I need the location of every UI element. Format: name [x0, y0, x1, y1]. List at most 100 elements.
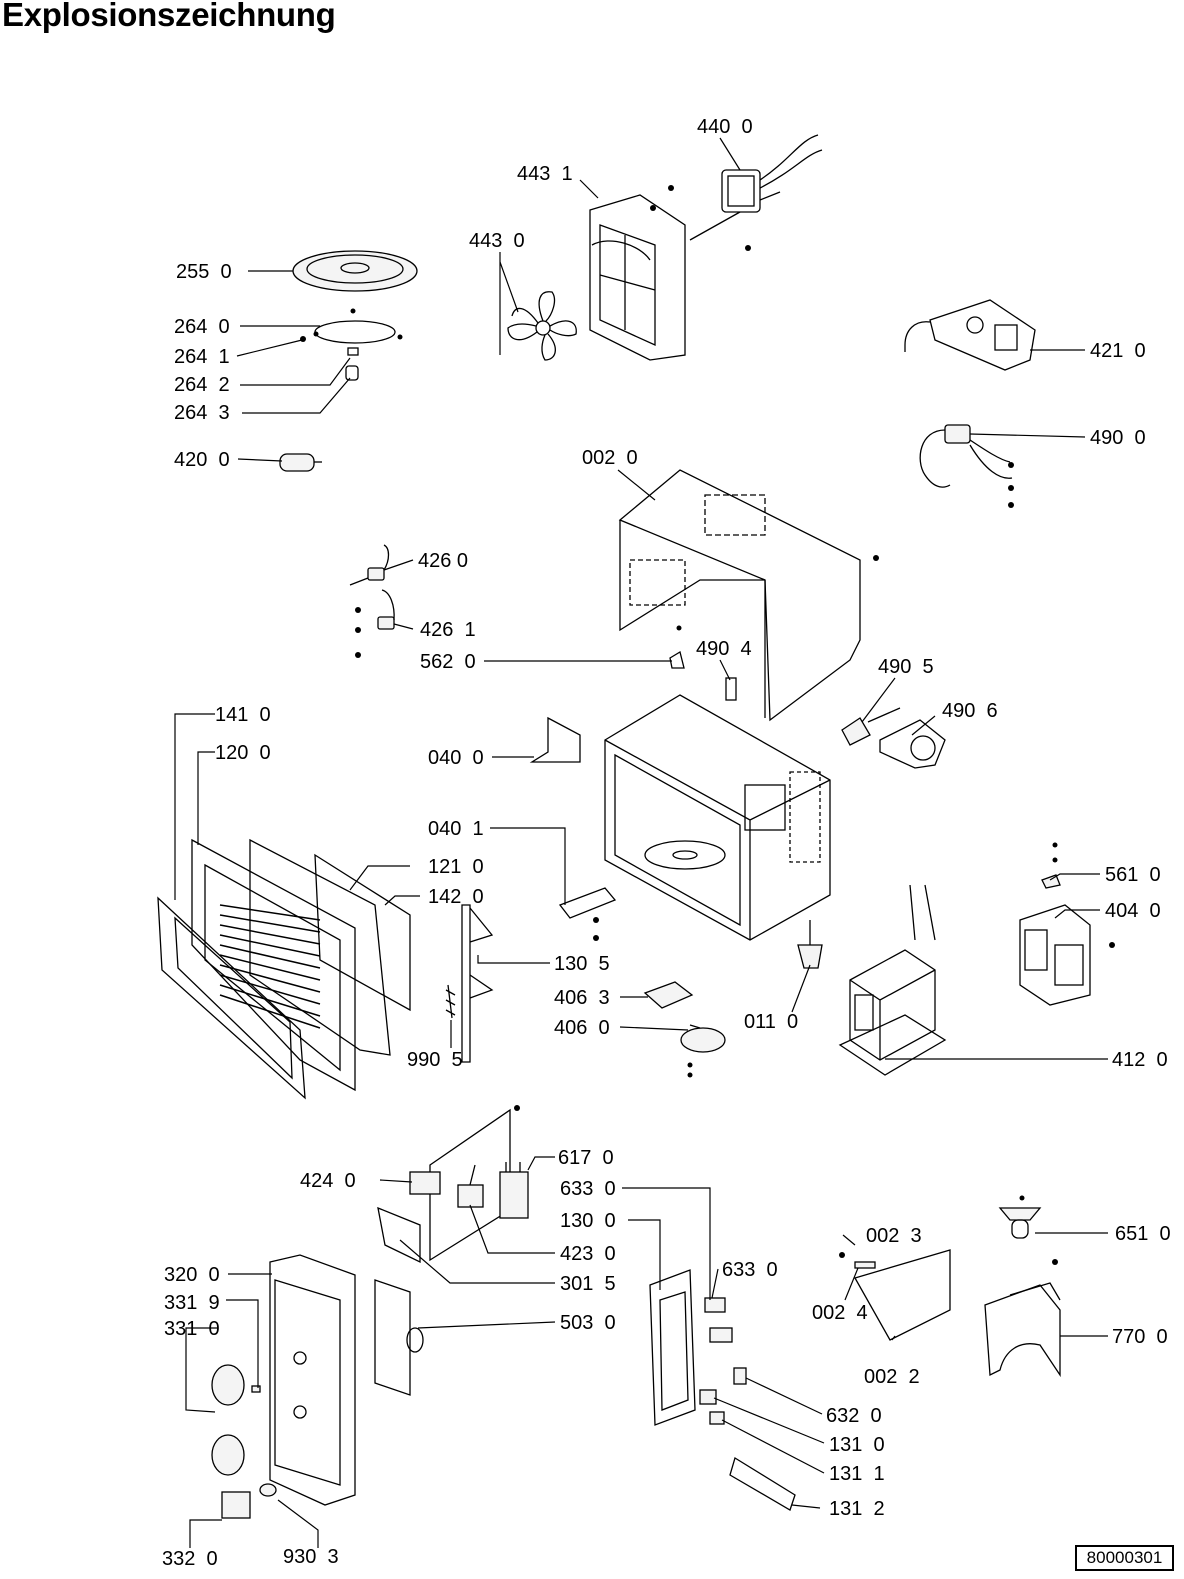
micro-switch-lower-part	[709, 1327, 733, 1343]
callout-142-0: 142 0	[428, 886, 484, 908]
switch-bar-part	[729, 1456, 796, 1511]
callout-423-0: 423 0	[560, 1243, 616, 1265]
callout-320-0: 320 0	[164, 1264, 220, 1286]
switch-actuator-part	[709, 1411, 725, 1425]
switch-lever-part	[699, 1389, 717, 1405]
callout-130-0: 130 0	[560, 1210, 616, 1232]
callout-406-3: 406 3	[554, 987, 610, 1009]
rear-panel-part	[854, 1249, 951, 1341]
callout-426-1: 426 1	[420, 619, 476, 641]
turntable-plate-part	[292, 250, 418, 292]
door-frame-part	[157, 896, 306, 1100]
base-bracket-part	[558, 887, 617, 941]
filter-part	[919, 424, 1014, 508]
lamp-socket-part	[841, 707, 901, 746]
callout-404-0: 404 0	[1105, 900, 1161, 922]
callout-420-0: 420 0	[174, 449, 230, 471]
callout-264-3: 264 3	[174, 402, 230, 424]
callout-141-0: 141 0	[215, 704, 271, 726]
fan-blade-part	[507, 291, 577, 361]
roller-ring-part	[313, 308, 403, 344]
control-bracket-part	[377, 1206, 421, 1264]
callout-490-4: 490 4	[696, 638, 752, 660]
magnetron-gasket-part	[1041, 874, 1061, 889]
rear-spacer-part	[854, 1261, 876, 1269]
callout-617-0: 617 0	[558, 1147, 614, 1169]
callout-121-0: 121 0	[428, 856, 484, 878]
callout-331-9: 331 9	[164, 1292, 220, 1314]
callout-002-0: 002 0	[582, 447, 638, 469]
callout-490-0: 490 0	[1090, 427, 1146, 449]
oven-cavity-part	[604, 694, 831, 941]
callout-301-5: 301 5	[560, 1273, 616, 1295]
lamp-bracket-part	[879, 719, 946, 769]
callout-labels: 440 0 443 1 443 0 255 0 264 0 264 1 264 …	[162, 116, 1171, 1570]
rear-screw-part	[839, 1252, 845, 1258]
mount-bracket-part	[529, 716, 581, 763]
callout-131-2: 131 2	[829, 1498, 885, 1520]
air-duct-part	[984, 1259, 1061, 1378]
callout-040-1: 040 1	[428, 818, 484, 840]
door-screen-part	[314, 853, 411, 1012]
callout-002-4: 002 4	[812, 1302, 868, 1324]
callout-990-5: 990 5	[407, 1049, 463, 1071]
page-title: Explosionszeichnung	[2, 0, 336, 33]
callout-120-0: 120 0	[215, 742, 271, 764]
callout-490-5: 490 5	[878, 656, 934, 678]
bracket-clip-part	[669, 625, 685, 669]
capacitor-part	[279, 453, 322, 472]
micro-switch-holder-part	[725, 677, 737, 701]
callout-770-0: 770 0	[1112, 1326, 1168, 1348]
transformer-part	[838, 884, 947, 1076]
callout-424-0: 424 0	[300, 1170, 356, 1192]
door-latch-part	[461, 904, 494, 1063]
coupler-part	[345, 347, 359, 381]
callout-011-0: 011 0	[744, 1011, 798, 1033]
callout-421-0: 421 0	[1090, 340, 1146, 362]
magnetron-part	[1019, 842, 1115, 1006]
callout-561-0: 561 0	[1105, 864, 1161, 886]
monitor-switch-part	[733, 1367, 747, 1385]
callout-002-3: 002 3	[866, 1225, 922, 1247]
callout-503-0: 503 0	[560, 1312, 616, 1334]
fan-motor-part	[689, 134, 823, 251]
foot-part	[797, 920, 823, 969]
callout-406-0: 406 0	[554, 1017, 610, 1039]
callout-651-0: 651 0	[1115, 1223, 1171, 1245]
door-inner-panel-part	[249, 838, 391, 1056]
noise-filter-part	[499, 1162, 529, 1219]
outer-cabinet-part	[618, 469, 879, 722]
latch-spring-part	[445, 984, 456, 1019]
callout-633-0-upper: 633 0	[560, 1178, 616, 1200]
callout-264-1: 264 1	[174, 346, 230, 368]
callout-264-0: 264 0	[174, 316, 230, 338]
timer-part	[374, 1279, 424, 1396]
relay-part	[457, 1164, 484, 1208]
thermal-fuse-part	[349, 544, 390, 586]
micro-switch-upper-part	[704, 1297, 726, 1313]
door-assembly-part	[191, 838, 356, 1092]
callout-331-0: 331 0	[164, 1318, 220, 1340]
thermostat-part	[355, 589, 395, 658]
callout-490-6: 490 6	[942, 700, 998, 722]
motor-cover-part	[643, 981, 694, 1009]
callout-632-0: 632 0	[826, 1405, 882, 1427]
knob-insert-part	[251, 1385, 261, 1393]
document-id-box: 80000301	[1075, 1545, 1174, 1571]
callout-930-3: 930 3	[283, 1546, 339, 1568]
oven-lamp-part	[998, 1195, 1042, 1239]
callout-443-0: 443 0	[469, 230, 525, 252]
leader-lines	[174, 137, 1108, 1548]
callout-131-1: 131 1	[829, 1463, 885, 1485]
turntable-motor-part	[680, 1024, 726, 1078]
door-button-part	[221, 1491, 251, 1519]
fan-shroud-part	[589, 185, 686, 361]
callout-562-0: 562 0	[420, 651, 476, 673]
callout-332-0: 332 0	[162, 1548, 218, 1570]
knob-part	[211, 1364, 245, 1476]
callout-443-1: 443 1	[517, 163, 573, 185]
interlock-switch-part	[409, 1171, 441, 1195]
callout-002-2: 002 2	[864, 1366, 920, 1388]
callout-255-0: 255 0	[176, 261, 232, 283]
